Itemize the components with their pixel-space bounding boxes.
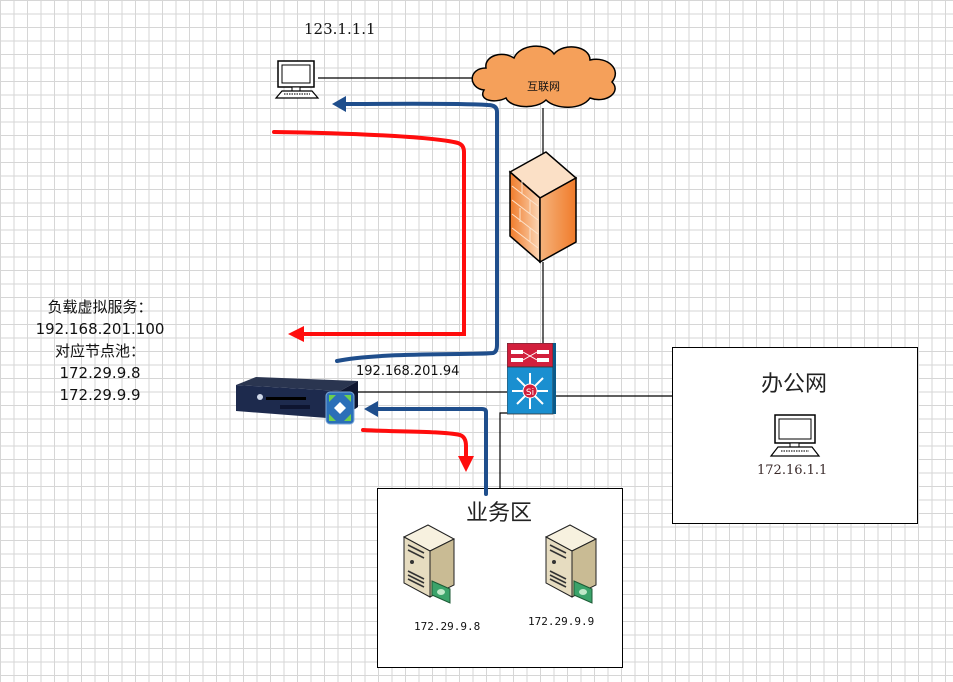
response-path-upper [335,101,499,363]
external-pc-ip: 123.1.1.1 [304,20,376,38]
lb-info-line: 对应节点池： [54,342,145,360]
internet-label: 互联网 [527,80,560,93]
server-1-ip: 172.29.9.8 [414,620,481,633]
lb-info-line: 172.29.9.8 [59,364,141,382]
office-zone: 办公网 172.16.1.1 [672,347,918,524]
server-tower-icon [402,524,456,604]
firewall[interactable] [508,150,580,270]
response-arrowhead-upper [332,96,346,112]
server-tower-icon [544,524,598,604]
link-switch-business [499,412,554,488]
cloud-icon [471,45,617,108]
internet-cloud[interactable]: 互联网 [466,38,626,114]
computer-icon [769,414,821,457]
server-2-ip: 172.29.9.9 [528,615,595,628]
request-path-upper [272,130,466,336]
svg-text:Si: Si [526,388,534,398]
load-balancer-ip: 192.168.201.94 [356,364,460,379]
load-balancer-appliance-icon [236,377,358,425]
load-balancer[interactable] [230,375,360,435]
request-arrowhead-upper [288,326,304,342]
office-pc-ip: 172.16.1.1 [757,463,828,478]
load-balancer-info: 负载虚拟服务： 192.168.201.100 对应节点池： 172.29.9.… [30,296,170,406]
server-2[interactable] [544,523,600,609]
lb-info-line: 负载虚拟服务： [47,298,153,316]
request-arrowhead-lower [458,456,474,472]
office-zone-title: 办公网 [761,372,828,397]
lb-info-line: 192.168.201.100 [35,320,165,338]
response-path-lower [376,407,488,495]
firewall-icon [508,151,578,264]
core-switch[interactable]: Si [506,340,557,419]
lb-info-line: 172.29.9.9 [59,386,141,404]
external-pc[interactable] [274,60,322,106]
business-zone: 业务区 172.29.9.8 [377,488,623,668]
server-1[interactable] [402,523,458,609]
computer-icon [274,60,320,99]
business-zone-title: 业务区 [466,501,533,526]
response-arrowhead-lower [364,401,378,417]
request-path-lower [361,428,468,460]
office-pc[interactable] [769,414,821,462]
layer3-switch-icon: Si [506,340,556,415]
